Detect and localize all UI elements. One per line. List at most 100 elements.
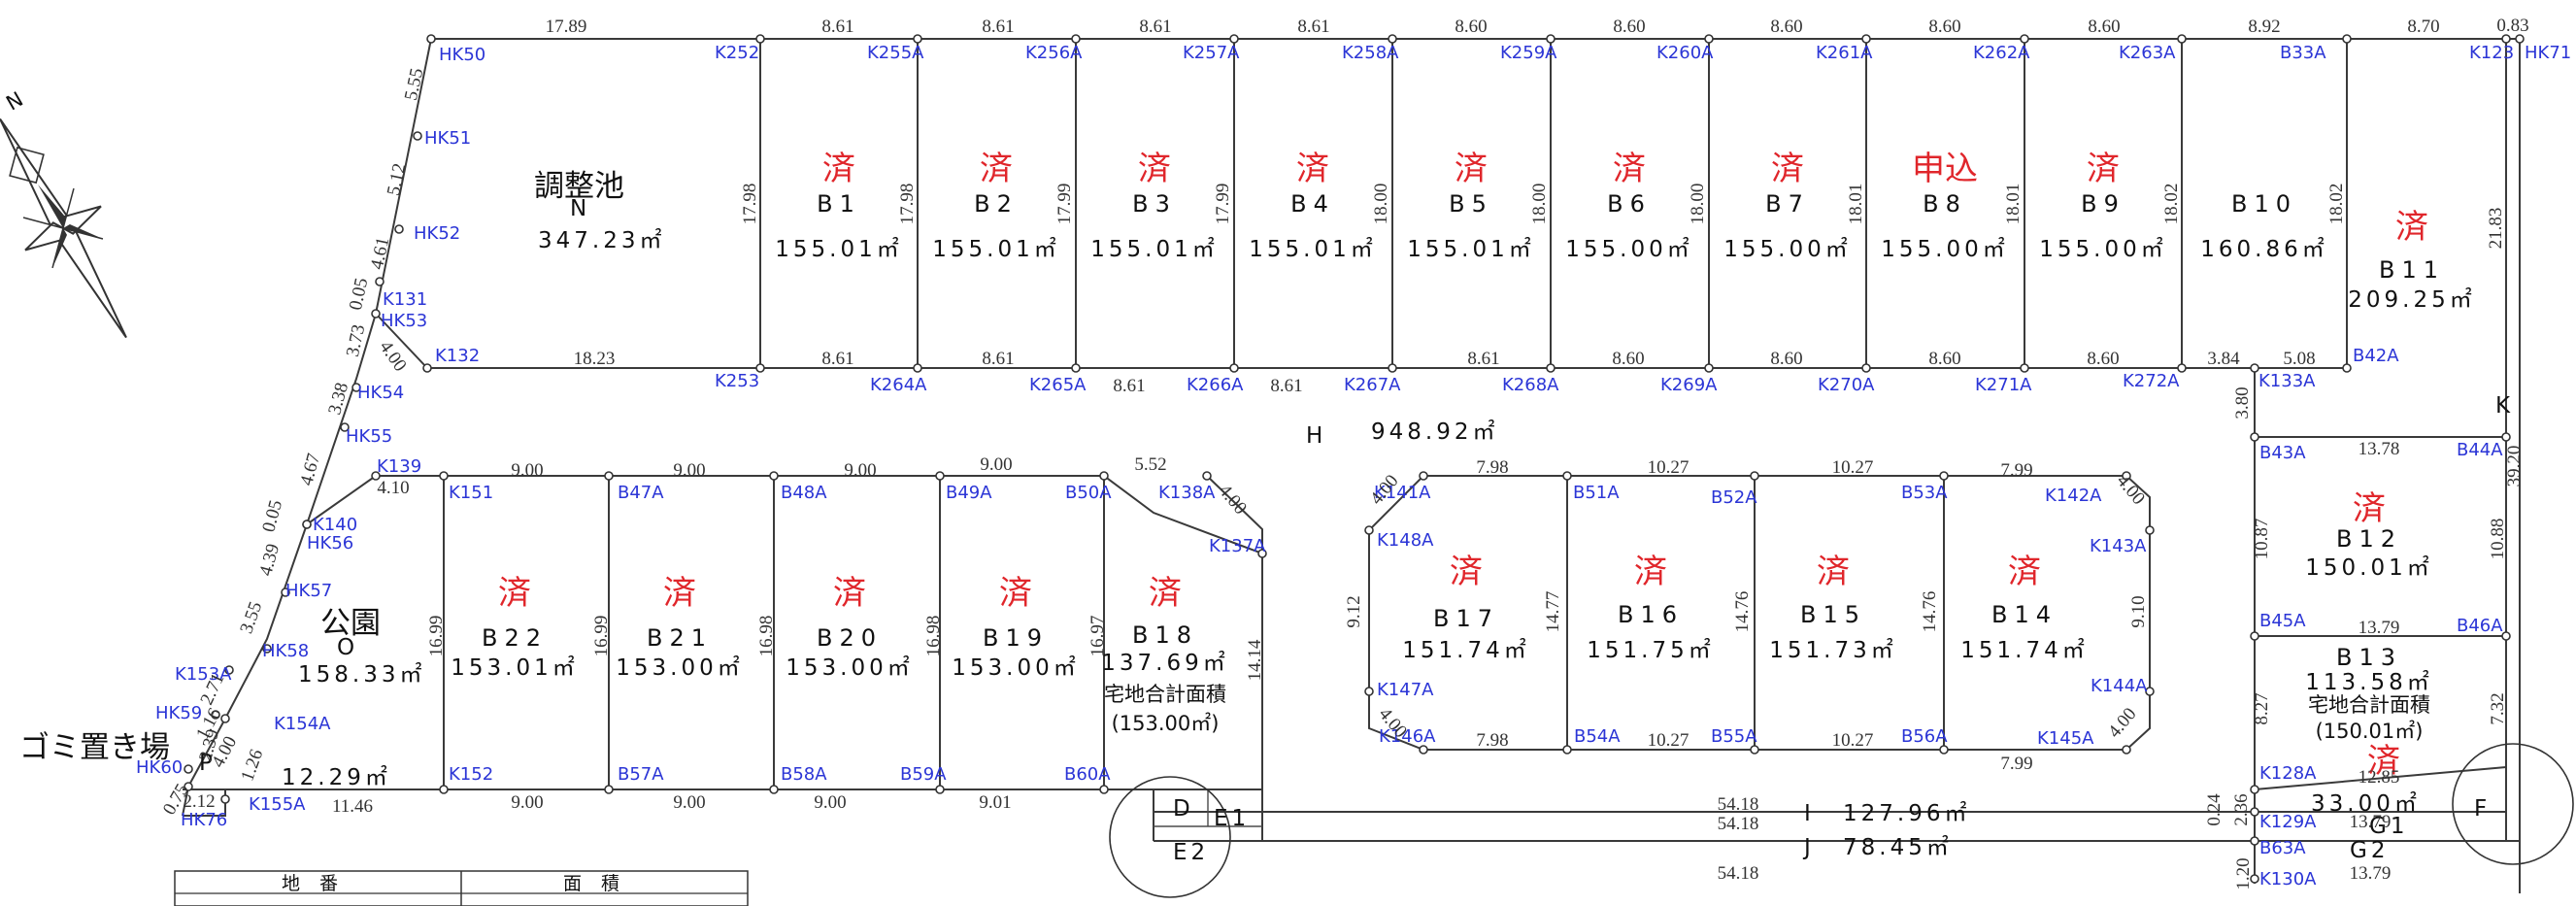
survey-point-label: HK54 xyxy=(357,383,404,403)
survey-point-label: HK55 xyxy=(346,426,392,447)
svg-text:155.00㎡: 155.00㎡ xyxy=(1723,237,1851,262)
dimension-label: 8.60 xyxy=(1455,17,1487,37)
survey-point-marker xyxy=(2501,34,2511,44)
top-lot-b8: 申込 B8 155.00㎡ xyxy=(1881,150,2004,262)
survey-point-marker xyxy=(1939,471,1949,481)
dimension-label: 14.76 xyxy=(1920,591,1940,633)
dimension-label: 10.87 xyxy=(2252,519,2272,560)
survey-point-marker xyxy=(2145,525,2155,535)
survey-point-label: K131 xyxy=(383,289,427,310)
dimension-label: 5.08 xyxy=(2283,349,2315,369)
svg-text:済: 済 xyxy=(1296,150,1329,188)
survey-point-label: B48A xyxy=(781,483,827,503)
svg-text:B2: B2 xyxy=(974,190,1019,218)
strip-j-area: 78.45㎡ xyxy=(1843,835,1953,860)
dimension-label: 8.27 xyxy=(2252,692,2272,724)
survey-point-marker xyxy=(2250,432,2259,442)
survey-point-label: K261A xyxy=(1816,43,1873,63)
survey-point-marker xyxy=(2020,34,2029,44)
top-lot-b1: 済 B1 155.01㎡ xyxy=(775,150,898,262)
top-lot-b3: 済 B3 155.01㎡ xyxy=(1090,150,1214,262)
dimension-label: 10.88 xyxy=(2488,519,2508,560)
park-label: O xyxy=(337,635,358,660)
mid-lot-b15: 済 B15 151.73㎡ xyxy=(1769,553,1892,663)
dimension-label: 21.83 xyxy=(2486,208,2506,250)
dimension-label: 9.00 xyxy=(980,454,1012,475)
survey-point-label: K270A xyxy=(1818,375,1875,395)
dimension-label: 8.60 xyxy=(1770,17,1802,37)
right-lot-b12: 済 B12 150.01㎡ xyxy=(2305,489,2428,581)
survey-point-marker xyxy=(1861,34,1871,44)
survey-point-label: HK51 xyxy=(424,128,471,149)
dimension-label: 11.46 xyxy=(332,796,373,817)
survey-point-label: K256A xyxy=(1025,43,1083,63)
dimension-label: 17.89 xyxy=(546,17,587,37)
survey-point-marker xyxy=(1229,34,1239,44)
dimension-label: 8.61 xyxy=(982,17,1014,37)
survey-point-label: K272A xyxy=(2123,371,2180,391)
svg-text:済: 済 xyxy=(1450,553,1483,591)
survey-point-label: B47A xyxy=(618,483,664,503)
dimension-label: 2.36 xyxy=(2231,793,2252,825)
dimension-label: 8.70 xyxy=(2407,17,2439,37)
dimension-label: 2.12 xyxy=(183,791,215,812)
survey-point-label: HK71 xyxy=(2525,43,2571,63)
survey-point-marker xyxy=(1229,363,1239,373)
survey-point-label: K255A xyxy=(867,43,924,63)
survey-point-label: K264A xyxy=(870,375,927,395)
survey-point-label: K147A xyxy=(1377,680,1434,700)
dimension-label: 7.98 xyxy=(1476,730,1508,751)
survey-point-label: B56A xyxy=(1901,726,1948,747)
detail-circle-right xyxy=(2452,743,2574,865)
dimension-label: 16.99 xyxy=(426,616,447,657)
survey-point-label: B58A xyxy=(781,764,827,785)
survey-point-marker xyxy=(2177,34,2187,44)
mid-lot-b17: 済 B17 151.74㎡ xyxy=(1402,553,1525,663)
dimension-label: 3.55 xyxy=(236,599,266,636)
dimension-label: 8.60 xyxy=(1612,349,1644,369)
survey-point-marker xyxy=(604,471,614,481)
dimension-label: 1.26 xyxy=(237,747,267,784)
dimension-label: 4.61 xyxy=(367,235,393,271)
strip-e2-label: E2 xyxy=(1173,840,1209,865)
survey-point-marker xyxy=(371,471,381,481)
survey-point-label: HK76 xyxy=(181,810,227,830)
dimension-label: 54.18 xyxy=(1718,794,1759,815)
svg-text:済: 済 xyxy=(498,574,531,613)
left-lot-b19: 済 B19 153.00㎡ xyxy=(952,574,1075,681)
mid-lot-b16: 済 B16 151.75㎡ xyxy=(1587,553,1710,663)
survey-point-label: K267A xyxy=(1344,375,1401,395)
dimension-label: 5.12 xyxy=(384,161,410,197)
survey-point-label: K138A xyxy=(1158,483,1216,503)
dimension-label: 9.01 xyxy=(979,792,1011,813)
dimension-label: 9.10 xyxy=(2128,595,2149,627)
svg-text:済: 済 xyxy=(2008,553,2041,591)
dimension-label: 14.14 xyxy=(1245,639,1265,681)
survey-point-marker xyxy=(184,782,193,791)
survey-point-marker xyxy=(375,277,385,286)
svg-text:済: 済 xyxy=(1634,553,1667,591)
svg-text:153.01㎡: 153.01㎡ xyxy=(451,655,578,681)
dimension-label: 3.38 xyxy=(324,381,352,418)
svg-text:(153.00㎡): (153.00㎡) xyxy=(1112,712,1220,735)
survey-point-marker xyxy=(262,644,272,654)
survey-point-label: B33A xyxy=(2280,43,2326,63)
svg-text:B11: B11 xyxy=(2379,256,2445,284)
survey-point-marker xyxy=(371,309,381,319)
svg-text:済: 済 xyxy=(822,150,855,188)
survey-point-marker xyxy=(755,363,765,373)
survey-point-label: B42A xyxy=(2353,346,2399,366)
survey-point-marker xyxy=(2145,687,2155,696)
survey-point-label: B45A xyxy=(2259,611,2306,631)
survey-point-marker xyxy=(211,710,220,720)
svg-text:155.01㎡: 155.01㎡ xyxy=(932,237,1059,262)
top-lot-b6: 済 B6 155.00㎡ xyxy=(1565,150,1689,262)
survey-point-label: HK56 xyxy=(307,533,353,554)
dimension-label: 8.60 xyxy=(1928,17,1960,37)
svg-text:155.01㎡: 155.01㎡ xyxy=(1249,237,1376,262)
survey-point-marker xyxy=(340,422,350,432)
survey-point-marker xyxy=(439,471,449,481)
road-area: 948.92㎡ xyxy=(1371,419,1498,445)
svg-text:153.00㎡: 153.00㎡ xyxy=(786,655,913,681)
